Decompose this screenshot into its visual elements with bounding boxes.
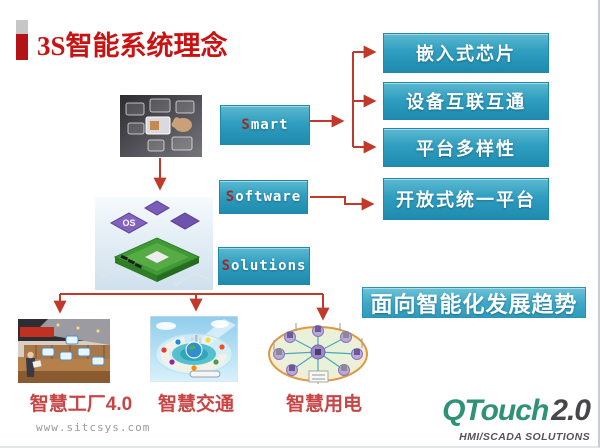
feature-box-open-unified-platform: 开放式统一平台 — [383, 178, 549, 220]
logo-version: 2.0 — [551, 394, 591, 427]
feature-box-platform-diversity: 平台多样性 — [383, 128, 549, 167]
title-accent-bar-red — [16, 34, 28, 60]
trend-banner: 面向智能化发展趋势 — [362, 287, 586, 318]
feature-box-device-interconnect: 设备互联互通 — [383, 82, 549, 120]
feature-box-embedded-chip: 嵌入式芯片 — [383, 33, 549, 73]
software-box-initial: S — [225, 189, 236, 205]
smart-box-label: mart — [250, 117, 289, 133]
logo-brand: QTouch — [442, 394, 549, 427]
logo-tagline: HMI/SCADA SOLUTIONS — [459, 431, 590, 443]
smart-box-initial: S — [241, 117, 251, 133]
smart-factory-photo — [18, 319, 110, 383]
circuit-board-illustration: OS — [95, 197, 213, 290]
website-url: www.sitcsys.com — [36, 421, 151, 434]
smart-power-photo — [268, 323, 368, 384]
title-accent-bar-gray — [16, 20, 28, 34]
smart-transport-photo — [150, 316, 238, 382]
solutions-box-label: olutions — [231, 258, 307, 274]
label-smart-factory: 智慧工厂4.0 — [29, 394, 133, 415]
label-smart-transport: 智慧交通 — [157, 394, 234, 415]
os-chip-label: OS — [122, 218, 135, 228]
touch-collage-illustration — [120, 95, 202, 157]
solutions-box-initial: S — [221, 258, 231, 274]
software-box-label: oftware — [235, 189, 302, 205]
title-accent-bar — [16, 20, 28, 60]
page-title: 3S智能系统理念 — [37, 31, 228, 61]
label-smart-power: 智慧用电 — [285, 394, 362, 415]
